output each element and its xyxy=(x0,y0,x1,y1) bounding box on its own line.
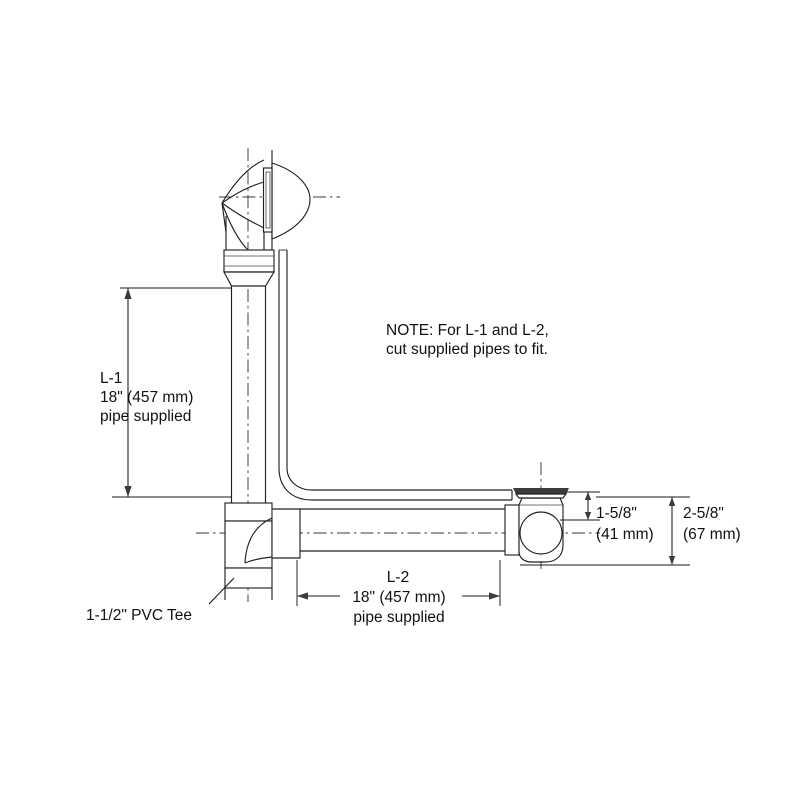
elbow-lower-inner-edge xyxy=(221,202,265,229)
dim258-arrow-top xyxy=(668,497,676,506)
l1-label-line1: L-1 xyxy=(100,370,122,387)
overflow-tube-inner xyxy=(286,250,512,491)
tee-branch-hub xyxy=(271,508,301,559)
dimension-l1 xyxy=(112,287,232,498)
horizontal-drain-pipe xyxy=(300,504,520,556)
cover-plate-dome xyxy=(271,162,311,240)
internal-overflow-tube xyxy=(278,249,512,501)
l1-arrow-top xyxy=(124,288,132,299)
pvc-tee-label: 1-1/2" PVC Tee xyxy=(86,607,192,624)
note-line1: NOTE: For L-1 and L-2, xyxy=(386,322,549,339)
l2-label-line2: 18" (457 mm) xyxy=(352,589,445,606)
elbow-upper-edge xyxy=(221,159,265,204)
coupling-taper xyxy=(223,271,276,287)
pvc-tee-leader-line xyxy=(208,577,235,605)
l2-arrow-right xyxy=(489,592,500,600)
dim158-label-line1: 1-5/8" xyxy=(596,505,637,522)
dim158-arrow-bottom xyxy=(584,512,592,520)
pvc-tee-fitting xyxy=(224,502,301,600)
slip-nut-body xyxy=(223,249,275,273)
overflow-elbow xyxy=(221,159,265,251)
l2-label-line3: pipe supplied xyxy=(353,609,444,626)
tee-inner-sweep-2 xyxy=(244,556,273,564)
drain-body-outline xyxy=(518,497,564,563)
l1-label-line2: 18" (457 mm) xyxy=(100,389,193,406)
vertical-overflow-pipe xyxy=(230,286,267,503)
dim258-label-line1: 2-5/8" xyxy=(683,505,724,522)
cover-gasket-inner xyxy=(265,171,271,229)
dim258-arrow-bottom xyxy=(668,556,676,565)
l2-arrow-left xyxy=(297,592,308,600)
l2-label-line1: L-2 xyxy=(387,569,409,586)
tee-top-hub xyxy=(224,502,273,522)
l1-arrow-bottom xyxy=(124,486,132,497)
horizontal-pipe-end-hub xyxy=(504,504,520,556)
tee-bottom-hub xyxy=(224,567,273,589)
elbow-lower-edge xyxy=(221,202,249,251)
elbow-tip-blend xyxy=(221,202,227,233)
overflow-tube-outer xyxy=(278,250,512,501)
drain-strainer-plate xyxy=(513,488,569,499)
drain-bore-circle xyxy=(519,511,563,555)
overflow-cover-plate xyxy=(262,150,311,262)
l1-label-line3: pipe supplied xyxy=(100,408,191,425)
dimension-1-5-8 xyxy=(560,491,600,521)
drain-shoe-body xyxy=(511,490,564,563)
dim158-label-line2: (41 mm) xyxy=(596,526,654,543)
dim158-arrow-top xyxy=(584,492,592,500)
dimension-2-5-8 xyxy=(520,496,690,566)
strainer-plate-flange xyxy=(514,493,568,499)
dimension-l2 xyxy=(296,560,501,606)
slip-nut-coupling-top xyxy=(223,249,276,287)
elbow-upper-inner-edge xyxy=(221,181,265,204)
l2-text-gap xyxy=(340,586,462,606)
leader-pvc-tee xyxy=(208,577,235,605)
text-labels: L-1 18" (457 mm) pipe supplied NOTE: For… xyxy=(86,322,741,626)
strainer-plate-top xyxy=(513,488,569,494)
dim258-label-line2: (67 mm) xyxy=(683,526,741,543)
tee-inner-sweep xyxy=(244,517,273,564)
note-line2: cut supplied pipes to fit. xyxy=(386,341,548,358)
